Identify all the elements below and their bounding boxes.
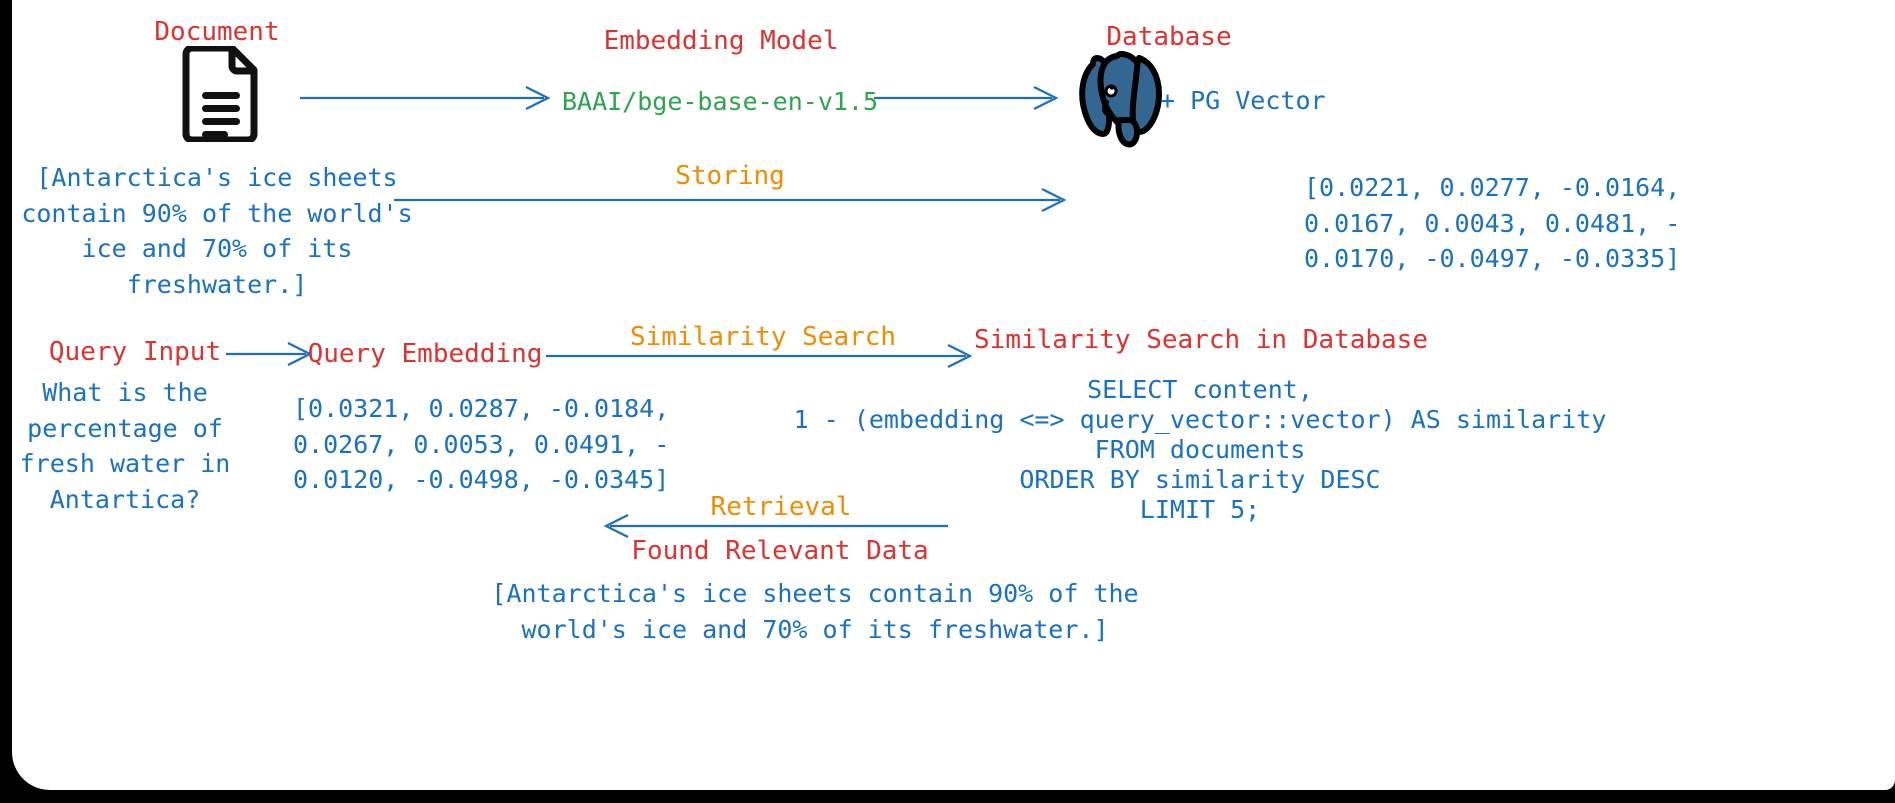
arrow-store bbox=[394, 186, 1072, 212]
sql-line-2: FROM documents bbox=[1094, 435, 1306, 464]
arrow-doc-to-model bbox=[300, 84, 556, 110]
sql-line-0: SELECT content, bbox=[1087, 375, 1313, 404]
found-relevant-data-label: Found Relevant Data bbox=[631, 536, 929, 566]
query-embedding-heading: Query Embedding bbox=[307, 339, 543, 369]
query-input-heading: Query Input bbox=[48, 337, 222, 367]
embedding-model-name: BAAI/bge-base-en-v1.5 bbox=[561, 87, 879, 116]
retrieved-text: [Antarctica's ice sheets contain 90% of … bbox=[491, 579, 1139, 644]
database-heading: Database bbox=[1106, 22, 1232, 52]
arrow-retrieval bbox=[598, 512, 960, 538]
query-vector-text: [0.0321, 0.0287, -0.0184, 0.0267, 0.0053… bbox=[293, 394, 670, 494]
sql-line-4: LIMIT 5; bbox=[1139, 495, 1261, 524]
document-file-icon bbox=[180, 44, 260, 144]
stored-vector-text: [0.0221, 0.0277, -0.0164, 0.0167, 0.0043… bbox=[1304, 173, 1681, 273]
arrow-model-to-db bbox=[874, 84, 1064, 110]
retrieval-label: Retrieval bbox=[710, 492, 852, 522]
storing-label: Storing bbox=[675, 161, 785, 191]
sql-line-3: ORDER BY similarity DESC bbox=[1019, 465, 1381, 494]
query-text: What is the percentage of fresh water in… bbox=[19, 378, 231, 514]
database-extension-label: + PG Vector bbox=[1160, 86, 1326, 115]
arrow-query-to-embedding bbox=[226, 340, 318, 366]
arrow-similarity-search bbox=[546, 342, 978, 368]
whiteboard-surface: Document Embedding Model BAAI/bge-base-e… bbox=[12, 0, 1895, 790]
embedding-model-heading: Embedding Model bbox=[603, 26, 839, 56]
sql-line-1: 1 - (embedding <=> query_vector::vector)… bbox=[793, 405, 1607, 434]
document-text: [Antarctica's ice sheets contain 90% of … bbox=[21, 163, 413, 299]
postgresql-elephant-icon bbox=[1067, 40, 1177, 148]
similarity-search-label: Similarity Search bbox=[629, 322, 897, 352]
similarity-search-in-database-heading: Similarity Search in Database bbox=[974, 325, 1428, 355]
document-heading: Document bbox=[154, 17, 280, 47]
